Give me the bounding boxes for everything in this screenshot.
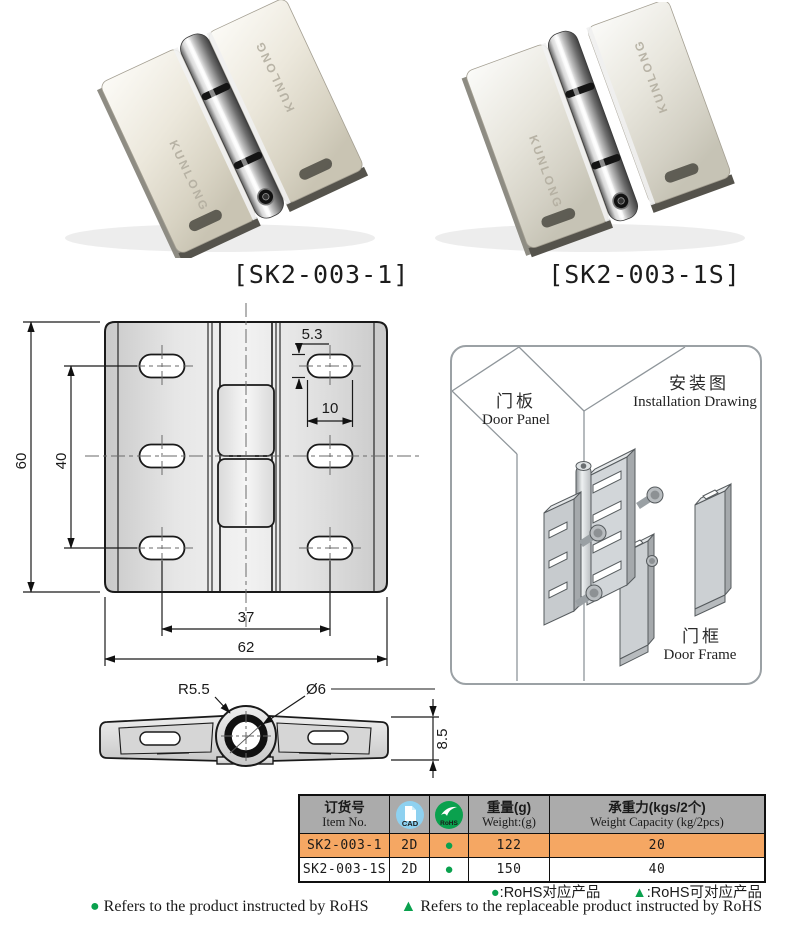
hinge-plate-outline	[104, 321, 388, 593]
photo-shadow	[435, 224, 745, 252]
product-label-sk2-003-1: [SK2-003-1]	[232, 260, 410, 289]
cell-item: SK2-003-1S	[300, 858, 390, 881]
table-row: SK2-003-1 2D ● 122 20	[300, 834, 764, 858]
dim-label-thickness: 8.5	[434, 729, 451, 750]
corner-guides	[451, 346, 686, 681]
product-photo-sk2-003-1: KUNLONG KUNLONG	[65, 0, 375, 258]
rohs-dot: ●	[444, 837, 454, 854]
hinge-right-leaf	[588, 2, 731, 204]
front-view-drawing: 60 40 5.3 10 37 62	[15, 303, 419, 666]
header-item-en: Item No.	[322, 815, 367, 829]
dim-10	[306, 380, 354, 427]
installation-drawing: 安装图 Installation Drawing 门板 Door Panel 门…	[451, 346, 757, 681]
dim-label-slot-width: 10	[322, 400, 339, 417]
door-frame-bracket	[694, 482, 732, 617]
door-frame-label-en: Door Frame	[664, 647, 737, 663]
cell-weight: 150	[469, 858, 550, 881]
side-right-slot	[307, 730, 349, 745]
header-item-no: 订货号 Item No.	[300, 796, 390, 834]
door-panel-label-cn: 门板	[496, 392, 536, 411]
cell-capacity: 40	[648, 862, 666, 877]
dim-label-hole-pitch-v: 40	[53, 453, 70, 470]
centerlines	[85, 303, 419, 627]
dim-62	[104, 597, 388, 666]
svg-text:CAD: CAD	[401, 819, 418, 828]
spec-table-header-row: 订货号 Item No. CAD RoHS 重量(g) Weight:(g) 承…	[300, 796, 764, 834]
svg-text:RoHS: RoHS	[440, 820, 458, 827]
product-photo-sk2-003-1s: KUNLONG KUNLONG	[435, 2, 745, 258]
rohs-dot: ●	[444, 861, 454, 878]
dim-60	[23, 321, 100, 593]
dim-label-knuckle-radius: R5.5	[178, 681, 210, 698]
spec-table: 订货号 Item No. CAD RoHS 重量(g) Weight:(g) 承…	[298, 794, 766, 883]
footnote-cn: ●:RoHS对应产品 ▲:RoHS可对应产品	[362, 881, 762, 902]
header-weight-en: Weight:(g)	[482, 815, 536, 829]
cell-rohs: ●	[430, 858, 469, 881]
exploded-mounting-plate	[543, 490, 582, 626]
side-view-drawing: R5.5 Ø6 8.5	[99, 681, 451, 778]
footnote-cn-dot-text: :RoHS对应产品	[499, 885, 601, 901]
cell-weight: 122	[469, 834, 550, 858]
footnote-cn-tri-text: :RoHS可对应产品	[646, 885, 762, 901]
dim-5-3	[292, 342, 329, 390]
header-item-cn: 订货号	[324, 800, 365, 815]
table-row: SK2-003-1S 2D ● 150 40	[300, 858, 764, 881]
installation-title-cn: 安装图	[669, 374, 729, 393]
rohs-triangle-symbol: ▲	[632, 885, 647, 901]
rohs-icon: RoHS	[435, 800, 463, 829]
hinge-illustration: KUNLONG KUNLONG	[461, 2, 735, 258]
rohs-dot-symbol: ●	[89, 898, 100, 915]
header-weight-cn: 重量(g)	[486, 800, 532, 815]
cad-icon: CAD	[395, 800, 424, 829]
rohs-triangle-symbol: ▲	[400, 898, 417, 915]
dim-label-pin-hole: Ø6	[306, 681, 326, 698]
dim-label-hole-pitch-h: 37	[238, 609, 255, 626]
cell-item: SK2-003-1	[300, 834, 390, 858]
hinge-illustration: KUNLONG KUNLONG	[96, 0, 369, 258]
door-panel-label-en: Door Panel	[482, 412, 550, 428]
header-rohs: RoHS	[430, 796, 469, 834]
footnote-en-dot-text: Refers to the product instructed by RoHS	[103, 898, 369, 915]
header-capacity: 承重力(kgs/2个) Weight Capacity (kg/2pcs)	[550, 796, 764, 834]
installation-title-en: Installation Drawing	[633, 394, 757, 410]
cell-capacity: 20	[550, 834, 764, 858]
door-frame-label-cn: 门框	[682, 627, 722, 646]
footnote-en: ● Refers to the product instructed by Ro…	[60, 898, 762, 916]
cell-cad: 2D	[390, 834, 430, 858]
cell-rohs: ●	[430, 834, 469, 858]
header-capacity-cn: 承重力(kgs/2个)	[608, 800, 706, 815]
rohs-dot-symbol: ●	[490, 885, 500, 901]
dim-label-width: 62	[238, 639, 255, 656]
dim-40	[64, 365, 137, 549]
product-label-sk2-003-1s: [SK2-003-1S]	[548, 260, 741, 289]
header-weight: 重量(g) Weight:(g)	[469, 796, 550, 834]
footnote-en-tri-text: Refers to the replaceable product instru…	[420, 898, 762, 915]
dim-37	[161, 561, 331, 636]
side-left-slot	[139, 731, 181, 746]
cell-cad: 2D	[390, 858, 430, 881]
header-cad: CAD	[390, 796, 430, 834]
installation-drawing-panel: 安装图 Installation Drawing 门板 Door Panel 门…	[450, 345, 762, 685]
dim-label-slot-height: 5.3	[302, 326, 323, 343]
dim-8-5	[391, 699, 439, 778]
header-capacity-en: Weight Capacity (kg/2pcs)	[590, 815, 724, 829]
mounting-screws	[575, 486, 664, 607]
dim-label-height: 60	[15, 453, 30, 470]
exploded-hinge-body	[586, 447, 636, 606]
